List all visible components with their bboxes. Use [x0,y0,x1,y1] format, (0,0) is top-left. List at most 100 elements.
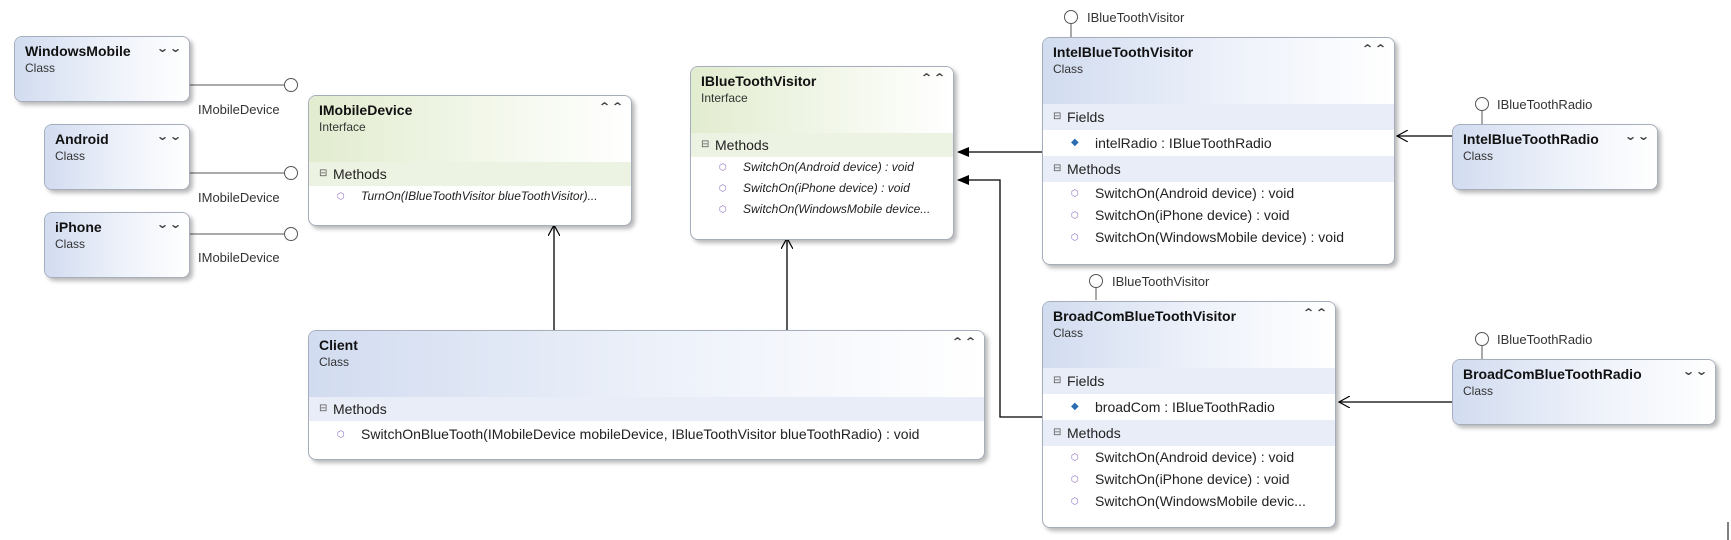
method-item[interactable]: ⬡SwitchOn(iPhone device) : void [691,178,953,199]
collapse-minus-icon[interactable]: ⊟ [1053,375,1062,386]
expand-chevron-icon[interactable]: ⌄⌄ [155,217,183,231]
class-stereotype: Class [1053,62,1084,76]
class-box-client[interactable]: Client Class ⌃⌃ ⊟Methods ⬡SwitchOnBlueTo… [308,330,985,460]
method-icon: ⬡ [1071,474,1079,484]
class-header-android: Android Class ⌄⌄ [45,125,189,189]
interface-box-imobiledevice[interactable]: IMobileDevice Interface ⌃⌃ ⊟Methods ⬡Tur… [308,95,632,226]
method-item[interactable]: ⬡SwitchOn(WindowsMobile device) : void [1043,226,1394,248]
method-icon: ⬡ [719,162,727,172]
lollipop-circle-broadcomradio [1475,332,1489,346]
lollipop-label-broadcomvisitor: IBlueToothVisitor [1112,274,1210,289]
method-item[interactable]: ⬡SwitchOn(Android device) : void [691,157,953,178]
lollipop-label-windowsmobile: IMobileDevice [198,102,280,117]
class-name: BroadComBlueToothRadio [1463,366,1642,382]
lollipop-label-intelvisitor: IBlueToothVisitor [1087,10,1185,25]
interface-name: IBlueToothVisitor [701,73,817,89]
class-header-client: Client Class ⌃⌃ [309,331,984,397]
lollipop-label-iphone: IMobileDevice [198,250,280,265]
methods-section[interactable]: ⊟Methods [1043,156,1394,182]
interface-stereotype: Interface [319,120,366,134]
lollipop-circle-windowsmobile [284,78,298,92]
collapse-minus-icon[interactable]: ⊟ [1053,111,1062,122]
class-name: WindowsMobile [25,43,131,59]
method-icon: ⬡ [1071,232,1079,242]
expand-chevron-icon[interactable]: ⌄⌄ [1681,364,1709,378]
method-item[interactable]: ⬡TurnOn(IBlueToothVisitor blueToothVisit… [309,186,631,207]
method-icon: ⬡ [1071,210,1079,220]
class-name: BroadComBlueToothVisitor [1053,308,1237,324]
class-name: Android [55,131,109,147]
class-box-intelbluetoothradio[interactable]: IntelBlueToothRadio Class ⌄⌄ [1452,124,1658,190]
class-header-broadcombluetoothvisitor: BroadComBlueToothVisitor Class ⌃⌃ [1043,302,1335,368]
lollipop-label-android: IMobileDevice [198,190,280,205]
class-box-iphone[interactable]: iPhone Class ⌄⌄ [44,212,190,278]
collapse-chevron-icon[interactable]: ⌃⌃ [1360,42,1388,56]
method-item[interactable]: ⬡SwitchOn(WindowsMobile device... [691,199,953,220]
class-stereotype: Class [1463,384,1494,398]
interface-box-ibluetoothvisitor[interactable]: IBlueToothVisitor Interface ⌃⌃ ⊟Methods … [690,66,954,240]
method-item[interactable]: ⬡SwitchOn(iPhone device) : void [1043,204,1394,226]
expand-chevron-icon[interactable]: ⌄⌄ [155,129,183,143]
collapse-minus-icon[interactable]: ⊟ [701,139,710,150]
collapse-minus-icon[interactable]: ⊟ [319,403,328,414]
lollipop-circle-intelvisitor [1064,10,1078,24]
class-stereotype: Class [55,237,86,251]
class-name: iPhone [55,219,102,235]
class-stereotype: Class [1463,149,1494,163]
method-item[interactable]: ⬡SwitchOn(WindowsMobile devic... [1043,490,1335,512]
fields-section[interactable]: ⊟Fields [1043,368,1335,394]
lollipop-circle-intelradio [1475,97,1489,111]
collapse-minus-icon[interactable]: ⊟ [319,168,328,179]
class-name: Client [319,337,358,353]
collapse-chevron-icon[interactable]: ⌃⌃ [919,71,947,85]
lollipop-circle-broadcomvisitor [1089,274,1103,288]
method-icon: ⬡ [719,204,727,214]
method-item[interactable]: ⬡SwitchOn(iPhone device) : void [1043,468,1335,490]
class-box-broadcombluetoothvisitor[interactable]: BroadComBlueToothVisitor Class ⌃⌃ ⊟Field… [1042,301,1336,528]
expand-chevron-icon[interactable]: ⌄⌄ [1623,129,1651,143]
method-item[interactable]: ⬡SwitchOn(Android device) : void [1043,446,1335,468]
lollipop-label-broadcomradio: IBlueToothRadio [1497,332,1593,347]
collapse-minus-icon[interactable]: ⊟ [1053,163,1062,174]
collapse-chevron-icon[interactable]: ⌃⌃ [950,335,978,349]
method-icon: ⬡ [719,183,727,193]
field-item[interactable]: ◆intelRadio : IBlueToothRadio [1043,130,1394,156]
lollipop-circle-iphone [284,227,298,241]
class-header-broadcombluetoothradio: BroadComBlueToothRadio Class ⌄⌄ [1453,360,1715,424]
class-header-iphone: iPhone Class ⌄⌄ [45,213,189,277]
class-stereotype: Class [1053,326,1084,340]
class-box-android[interactable]: Android Class ⌄⌄ [44,124,190,190]
methods-section[interactable]: ⊟Methods [309,397,984,421]
class-header-intelbluetoothvisitor: IntelBlueToothVisitor Class ⌃⌃ [1043,38,1394,104]
collapse-chevron-icon[interactable]: ⌃⌃ [597,100,625,114]
method-icon: ⬡ [1071,496,1079,506]
field-item[interactable]: ◆broadCom : IBlueToothRadio [1043,394,1335,420]
methods-section[interactable]: ⊟Methods [309,162,631,186]
methods-section[interactable]: ⊟Methods [1043,420,1335,446]
method-icon: ⬡ [1071,188,1079,198]
class-stereotype: Class [25,61,56,75]
lollipop-circle-android [284,166,298,180]
lollipop-label-intelradio: IBlueToothRadio [1497,97,1593,112]
class-box-broadcombluetoothradio[interactable]: BroadComBlueToothRadio Class ⌄⌄ [1452,359,1716,425]
class-stereotype: Class [319,355,350,369]
class-name: IntelBlueToothRadio [1463,131,1599,147]
collapse-minus-icon[interactable]: ⊟ [1053,427,1062,438]
field-icon: ◆ [1071,137,1079,148]
fields-section[interactable]: ⊟Fields [1043,104,1394,130]
collapse-chevron-icon[interactable]: ⌃⌃ [1301,306,1329,320]
method-icon: ⬡ [337,191,345,201]
field-icon: ◆ [1071,401,1079,412]
method-item[interactable]: ⬡SwitchOnBlueTooth(IMobileDevice mobileD… [309,421,984,447]
class-name: IntelBlueToothVisitor [1053,44,1194,60]
methods-section[interactable]: ⊟Methods [691,133,953,157]
method-item[interactable]: ⬡SwitchOn(Android device) : void [1043,182,1394,204]
class-header-windowsmobile: WindowsMobile Class ⌄⌄ [15,37,189,101]
method-icon: ⬡ [337,429,345,439]
expand-chevron-icon[interactable]: ⌄⌄ [155,41,183,55]
class-box-intelbluetoothvisitor[interactable]: IntelBlueToothVisitor Class ⌃⌃ ⊟Fields ◆… [1042,37,1395,265]
class-box-windowsmobile[interactable]: WindowsMobile Class ⌄⌄ [14,36,190,102]
interface-name: IMobileDevice [319,102,413,118]
